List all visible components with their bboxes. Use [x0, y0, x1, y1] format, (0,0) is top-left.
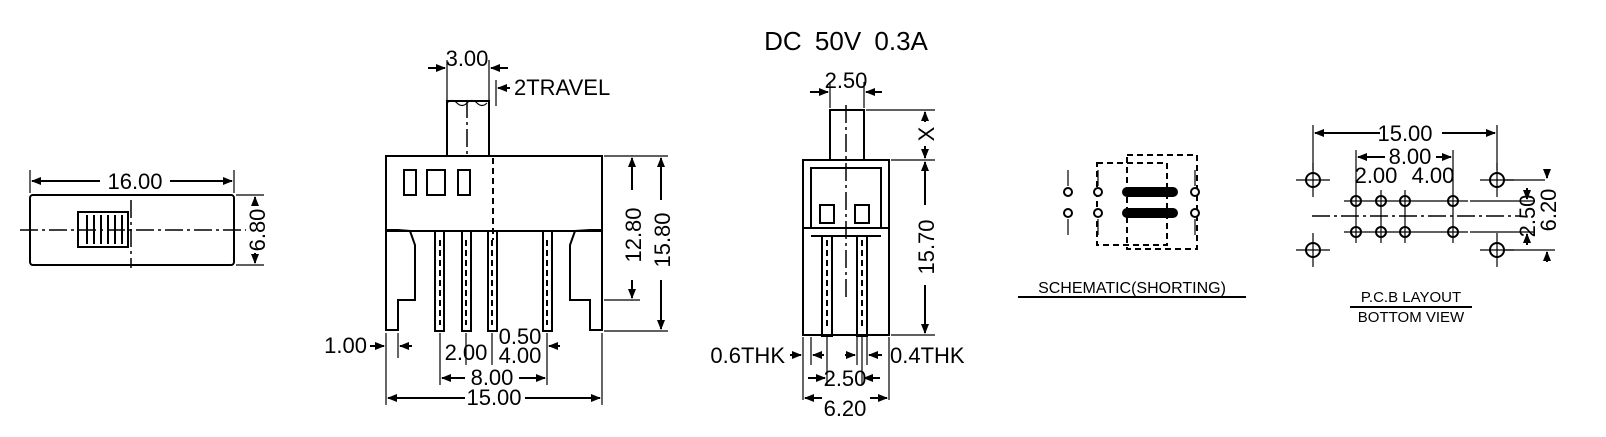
dim-label-12-80: 12.80: [621, 207, 646, 262]
dim-label-15-70: 15.70: [914, 219, 939, 274]
dim-label-15-00: 15.00: [466, 385, 521, 410]
side-pin-2: [856, 235, 868, 337]
side-pin-1: [821, 235, 833, 337]
pcb-layout: [1296, 125, 1555, 308]
dim-label-pcb-2-50: 2.50: [1515, 195, 1540, 238]
dim-label-16-00: 16.00: [107, 169, 162, 194]
pin-1: [434, 230, 445, 332]
dim-label-0-4thk: 0.4THK: [890, 343, 965, 368]
dim-label-pcb-8-00: 8.00: [1389, 144, 1432, 169]
side-view: [790, 82, 935, 402]
dim-label-pcb-6-20: 6.20: [1536, 189, 1561, 232]
rating-label: DC 50V 0.3A: [764, 26, 928, 56]
dim-label-side-2-50: 2.50: [825, 68, 868, 93]
schematic-dashed-box-1: [1096, 162, 1168, 246]
front-view: [370, 60, 668, 405]
dim-label-x: X: [914, 126, 939, 141]
dim-label-2-00: 2.00: [445, 340, 488, 365]
dim-label-pcb-15-00: 15.00: [1377, 121, 1432, 146]
dim-label-8-00: 8.00: [471, 365, 514, 390]
side-view-actuator: [829, 109, 865, 161]
dim-label-15-80: 15.80: [650, 212, 675, 267]
schematic-label: SCHEMATIC(SHORTING): [1038, 280, 1226, 297]
dim-label-0-6thk: 0.6THK: [710, 343, 785, 368]
side-view-housing: [802, 159, 890, 336]
dim-label-0-50: 0.50: [499, 324, 542, 349]
front-view-actuator: [446, 100, 490, 157]
pcb-layout-label: P.C.B LAYOUT: [1361, 289, 1461, 306]
shorting-bar-2: [1122, 208, 1178, 218]
travel-label: 2TRAVEL: [514, 75, 610, 100]
dim-label-6-80: 6.80: [245, 209, 270, 252]
shorting-bar-1: [1122, 187, 1178, 197]
pcb-pin-holes: [1344, 190, 1468, 243]
dim-label-1-00: 1.00: [324, 333, 367, 358]
window-1: [403, 169, 417, 196]
pin-4: [542, 230, 553, 332]
dim-label-3-00: 3.00: [446, 46, 489, 71]
window-2: [426, 169, 446, 196]
top-view: [20, 170, 264, 268]
dim-label-side-pitch-2-50: 2.50: [824, 366, 867, 391]
window-3: [457, 169, 471, 196]
front-view-pins: [434, 230, 553, 332]
dim-label-pcb-2-00: 2.00: [1355, 163, 1398, 188]
pin-2: [461, 230, 472, 332]
dim-label-pcb-4-00: 4.00: [1412, 163, 1455, 188]
dim-label-6-20: 6.20: [824, 396, 867, 421]
bottom-view-label: BOTTOM VIEW: [1358, 309, 1465, 326]
dim-label-4-00: 4.00: [499, 343, 542, 368]
schematic: [1018, 154, 1246, 298]
schematic-dashed-box-2: [1126, 154, 1198, 250]
